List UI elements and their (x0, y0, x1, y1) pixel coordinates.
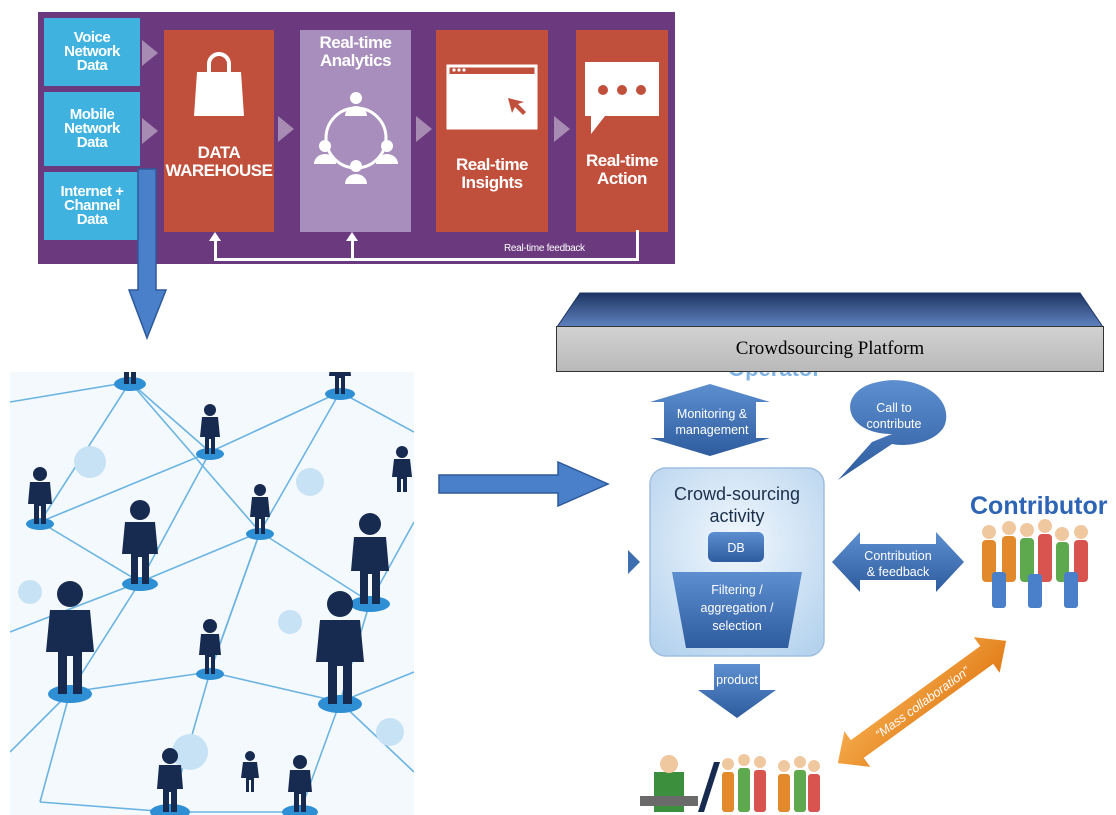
crowdsourcing-platform-label: Crowdsourcing Platform (556, 326, 1104, 372)
stage-insights-line1: Real-time (455, 155, 529, 174)
chevron-right-icon (142, 40, 158, 66)
chevron-right-icon (554, 116, 570, 142)
people-network-illustration (10, 372, 414, 815)
stage-analytics-line2: Analytics (319, 51, 392, 70)
source-label-line: Channel (64, 197, 120, 214)
slash-separator (698, 762, 720, 812)
filtering-funnel (672, 572, 802, 648)
source-label-line: Mobile (69, 106, 115, 123)
people-network-graphic (10, 372, 414, 815)
source-label-line: Data (76, 57, 108, 74)
chevron-right-icon (416, 116, 432, 142)
browser-window-icon (446, 64, 538, 130)
contributor-crowd-icon (982, 519, 1088, 608)
arrow-up-icon (209, 232, 221, 241)
crowdsourcing-diagram: Operator Monitoring & management Call to… (628, 372, 1108, 812)
monitoring-arrow (650, 384, 770, 456)
feedback-loop-line (214, 240, 217, 261)
stage-data-warehouse: DATA WAREHOUSE (164, 30, 274, 232)
platform-roof (556, 292, 1104, 328)
filtering-line3: selection (712, 619, 761, 633)
db-label: DB (727, 541, 744, 555)
shopping-bag-icon (194, 52, 244, 116)
stage-warehouse-line1: DATA (197, 143, 241, 162)
down-flow-arrow (128, 168, 168, 340)
stage-realtime-insights: Real-time Insights (436, 30, 548, 232)
mass-collaboration-label: “Mass collaboration” (873, 664, 973, 742)
stage-action-line1: Real-time (585, 151, 659, 170)
feedback-label: Real-time feedback (504, 243, 585, 254)
db-badge (708, 532, 764, 562)
stage-realtime-action: Real-time Action (576, 30, 668, 232)
product-arrow (698, 664, 776, 718)
feedback-loop-line (636, 230, 639, 261)
stage-insights-line2: Insights (461, 173, 523, 192)
source-label-line: Data (76, 211, 108, 228)
feedback-loop-line (351, 240, 354, 261)
call-line1: Call to (876, 401, 911, 415)
stage-analytics-line1: Real-time (319, 33, 392, 52)
contribution-line1: Contribution (864, 549, 931, 563)
people-network-icon (313, 92, 398, 184)
stage-warehouse-line2: WAREHOUSE (165, 161, 273, 180)
stage-realtime-analytics: Real-time Analytics (300, 30, 411, 232)
call-line2: contribute (867, 417, 922, 431)
source-label-line: Network (64, 43, 120, 60)
arrow-up-icon (346, 232, 358, 241)
source-label-line: Data (76, 134, 108, 151)
speech-bubble-icon (585, 62, 659, 134)
operator-label: Operator (728, 372, 821, 381)
mass-collaboration-arrow: “Mass collaboration” (837, 637, 1007, 767)
filtering-line2: aggregation / (701, 601, 775, 615)
source-label-line: Voice (73, 29, 111, 46)
feedback-loop-line (214, 258, 638, 261)
user-crowd-icon (722, 754, 820, 812)
entry-arrow (628, 550, 640, 574)
stage-action-line2: Action (597, 169, 647, 188)
source-label-line: Internet + (60, 183, 124, 200)
product-label: product (716, 673, 758, 687)
activity-line2: activity (709, 506, 764, 526)
contributor-label: Contributor (970, 492, 1108, 520)
monitoring-line1: Monitoring & (677, 407, 748, 421)
contribution-feedback-arrow (832, 532, 964, 592)
source-label-line: Network (64, 120, 120, 137)
right-flow-arrow (438, 460, 610, 508)
monitoring-line2: management (676, 423, 749, 437)
operator-figure-icon (640, 755, 698, 812)
chevron-right-icon (278, 116, 294, 142)
chevron-right-icon (142, 118, 158, 144)
filtering-line1: Filtering / (711, 583, 763, 597)
contribution-line2: & feedback (867, 565, 930, 579)
activity-line1: Crowd-sourcing (674, 484, 800, 504)
call-to-contribute-bubble (838, 380, 947, 480)
